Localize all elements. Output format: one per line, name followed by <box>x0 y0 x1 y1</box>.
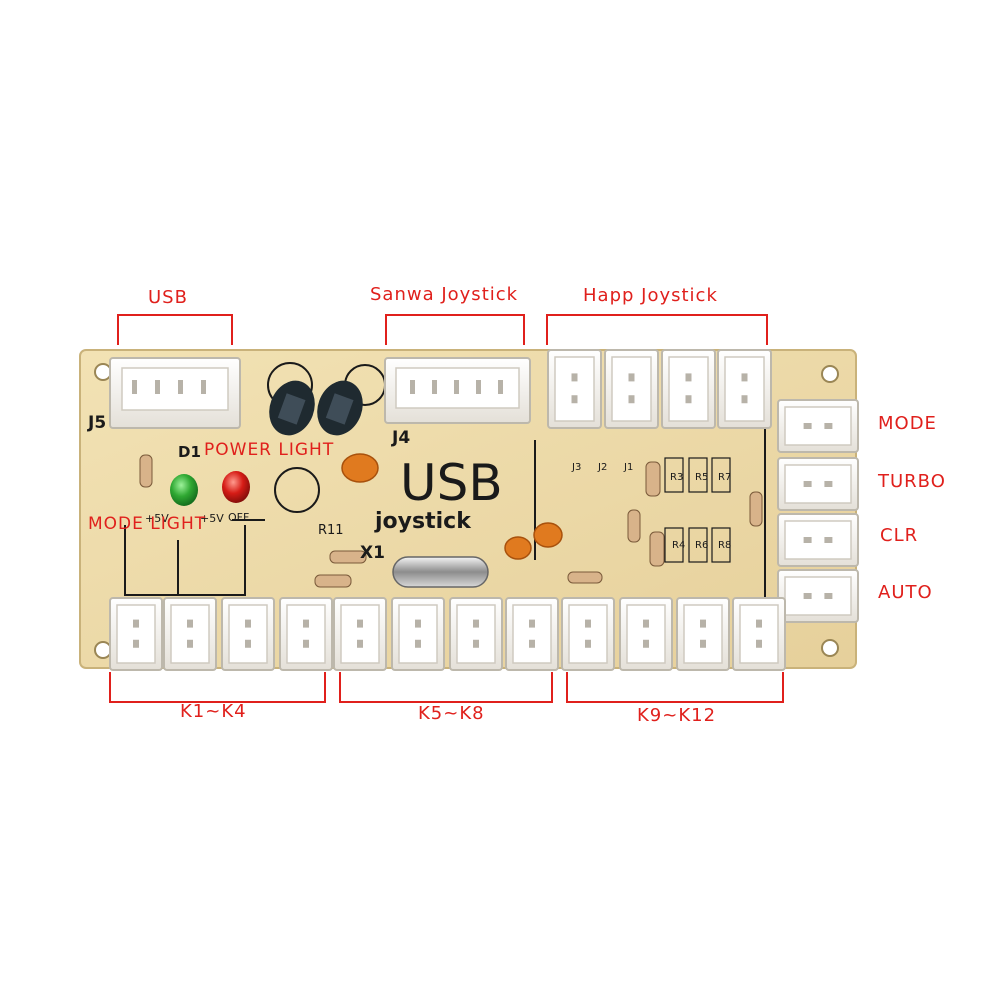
silkscreen-d1: D1 <box>178 443 201 461</box>
silkscreen-off: OFF <box>228 511 249 524</box>
resistor-footprints <box>664 457 731 563</box>
mount-hole <box>821 365 839 383</box>
k-connector <box>391 597 445 671</box>
usb-connector <box>109 357 241 429</box>
happ-connector <box>547 349 602 429</box>
k-connector <box>505 597 559 671</box>
k-connector <box>449 597 503 671</box>
label-k1-k4: K1~K4 <box>180 701 247 722</box>
k-connector <box>163 597 217 671</box>
happ-connector <box>604 349 659 429</box>
label-mode-light: MODE LIGHT <box>88 514 207 534</box>
happ-joystick-connectors <box>547 349 772 429</box>
silkscreen-r7: R7 <box>718 472 731 483</box>
silkscreen-r8: R8 <box>718 540 731 551</box>
electrolytic-capacitors <box>269 380 363 436</box>
silkscreen-j1: J1 <box>623 462 633 473</box>
resistors <box>139 454 763 588</box>
silkscreen-plus5v: +5V <box>200 512 224 525</box>
k-connector <box>676 597 730 671</box>
k-connector <box>732 597 786 671</box>
silkscreen-r6: R6 <box>695 540 708 551</box>
k-connector <box>333 597 387 671</box>
sanwa-joystick-connector <box>384 357 531 424</box>
silkscreen-title: USB <box>400 454 503 512</box>
label-usb: USB <box>148 287 188 308</box>
side-connector <box>777 513 859 567</box>
happ-connector <box>661 349 716 429</box>
silkscreen-j5: J5 <box>87 413 106 433</box>
label-turbo: TURBO <box>878 471 946 492</box>
label-sanwa-joystick: Sanwa Joystick <box>370 284 519 305</box>
happ-connector <box>717 349 772 429</box>
silkscreen-j3: J3 <box>571 462 581 473</box>
silkscreen-r5: R5 <box>695 472 708 483</box>
silkscreen-j2: J2 <box>597 462 607 473</box>
k-connector <box>619 597 673 671</box>
callout-brackets <box>109 314 784 703</box>
label-mode: MODE <box>878 413 937 434</box>
side-connector <box>777 457 859 511</box>
silkscreen-r11: R11 <box>318 523 344 538</box>
label-k9-k12: K9~K12 <box>637 705 717 726</box>
button-connectors <box>109 597 786 671</box>
silkscreen-subtitle: joystick <box>374 509 472 534</box>
silkscreen-plus5v: +5V <box>145 512 169 525</box>
label-power-light: POWER LIGHT <box>204 440 335 460</box>
k-connector <box>279 597 333 671</box>
side-connector <box>777 399 859 453</box>
label-happ-joystick: Happ Joystick <box>583 285 718 306</box>
k-connector <box>221 597 275 671</box>
crystal-oscillator <box>392 556 489 588</box>
label-clr: CLR <box>880 525 919 546</box>
leds <box>170 471 250 506</box>
silkscreen-j4: J4 <box>391 428 410 448</box>
mount-hole <box>821 639 839 657</box>
k-connector <box>109 597 163 671</box>
label-k5-k8: K5~K8 <box>418 703 485 724</box>
label-auto: AUTO <box>878 582 933 603</box>
silkscreen-r4: R4 <box>672 540 685 551</box>
silkscreen-r3: R3 <box>670 472 683 483</box>
silkscreen-x1: X1 <box>360 543 385 563</box>
ceramic-capacitors <box>341 453 563 560</box>
side-connector <box>777 569 859 623</box>
mount-hole <box>94 363 112 381</box>
k-connector <box>561 597 615 671</box>
side-connectors <box>777 399 859 623</box>
mount-hole <box>94 641 112 659</box>
